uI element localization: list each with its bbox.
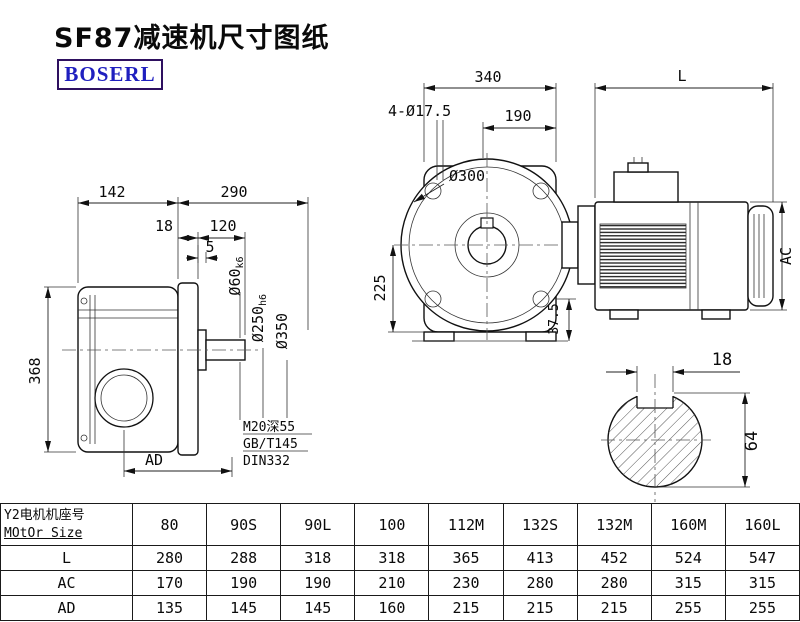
dim-5-label: 5 — [205, 238, 214, 256]
dimension-table: Y2电机机座号 MOtOr Size 80 90S 90L 100 112M 1… — [0, 503, 800, 621]
table-cell: 255 — [650, 595, 726, 621]
table-row-AC: AC 170 190 190 210 230 280 280 315 315 — [0, 570, 800, 596]
flange-diameter-label: Ø350 — [273, 313, 291, 349]
page-title: SF87减速机尺寸图纸 — [54, 23, 330, 54]
brand-logo: BOSERL — [57, 59, 163, 90]
gearbox-housing — [77, 286, 179, 453]
table-cell: 135 — [131, 595, 208, 621]
brand-logo-text: BOSERL — [64, 62, 156, 86]
column-header: 100 — [354, 503, 430, 546]
motor-size-header: Y2电机机座号 MOtOr Size — [0, 503, 133, 546]
table-cell: 170 — [131, 570, 208, 596]
shaft-end-view: 18 64 — [601, 350, 762, 502]
fan-cover — [747, 205, 774, 307]
table-cell: 365 — [428, 545, 504, 571]
table-header-row: Y2电机机座号 MOtOr Size 80 90S 90L 100 112M 1… — [0, 503, 800, 546]
shaft-end-dimensions: 18 64 — [606, 350, 762, 488]
table-row-L: L 280 288 318 318 365 413 452 524 547 — [0, 545, 800, 571]
column-header: 90S — [206, 503, 282, 546]
motor-fins — [599, 223, 687, 289]
table-cell: 280 — [576, 570, 652, 596]
dimension-table-wrap: Y2电机机座号 MOtOr Size 80 90S 90L 100 112M 1… — [0, 503, 800, 621]
table-cell: 315 — [724, 570, 800, 596]
column-header: 132S — [502, 503, 578, 546]
bolt-holes-label: 4-Ø17.5 — [388, 102, 451, 120]
dim-18-label: 18 — [155, 217, 173, 235]
table-cell: 318 — [280, 545, 356, 571]
table-cell: 145 — [280, 595, 356, 621]
motor-size-header-en: MOtOr Size — [4, 525, 83, 541]
column-header: 160L — [724, 503, 800, 546]
output-flange-and-shaft — [62, 282, 258, 456]
table-cell: 190 — [206, 570, 282, 596]
bolt-hole — [424, 290, 442, 308]
table-cell: 210 — [354, 570, 430, 596]
column-header: 90L — [280, 503, 356, 546]
dim-37-5-label: 37.5 — [547, 303, 562, 334]
standard-note-1: GB/T145 — [243, 437, 298, 452]
shaft-end-notes: M20深55 GB/T145 DIN332 — [239, 362, 312, 469]
table-cell: 452 — [576, 545, 652, 571]
table-cell: 288 — [206, 545, 282, 571]
table-cell: 524 — [650, 545, 726, 571]
table-cell: 318 — [354, 545, 430, 571]
table-cell: 255 — [724, 595, 800, 621]
table-cell: 547 — [724, 545, 800, 571]
front-view-dimensions: 340 L 190 4-Ø17.5 Ø300 225 37.5 AC — [371, 67, 795, 341]
motor-size-header-cn: Y2电机机座号 — [4, 507, 85, 523]
dim-120-label: 120 — [209, 217, 236, 235]
row-header: AD — [0, 595, 133, 621]
table-cell: 145 — [206, 595, 282, 621]
table-cell: 230 — [428, 570, 504, 596]
bolt-hole — [532, 290, 550, 308]
terminal-box — [613, 171, 679, 203]
row-header: L — [0, 545, 133, 571]
dim-340-label: 340 — [474, 68, 501, 86]
dim-368-label: 368 — [26, 357, 44, 384]
table-cell: 215 — [428, 595, 504, 621]
table-cell: 280 — [131, 545, 208, 571]
flange-plate — [394, 153, 585, 342]
table-row-AD: AD 135 145 145 160 215 215 215 255 255 — [0, 595, 800, 621]
dim-AC-label: AC — [777, 247, 795, 265]
column-header: 112M — [428, 503, 504, 546]
table-cell: 190 — [280, 570, 356, 596]
standard-note-2: DIN332 — [243, 454, 290, 469]
keyway-width-label: 18 — [712, 350, 732, 370]
dim-300-label: Ø300 — [449, 167, 485, 185]
key-height-label: 64 — [742, 431, 762, 451]
table-cell: 215 — [502, 595, 578, 621]
tapped-hole-note: M20深55 — [243, 420, 295, 435]
spigot-diameter-label: Ø250h6 — [249, 294, 269, 342]
dim-190-label: 190 — [504, 107, 531, 125]
table-cell: 280 — [502, 570, 578, 596]
column-header: 80 — [131, 503, 208, 546]
table-cell: 215 — [576, 595, 652, 621]
table-cell: 160 — [354, 595, 430, 621]
dim-290-label: 290 — [220, 183, 247, 201]
dim-AD-label: AD — [145, 451, 163, 469]
table-cell: 315 — [650, 570, 726, 596]
side-view-dimensions: 142 290 18 120 5 Ø60k6 Ø250h6 Ø350 368 — [26, 183, 309, 477]
column-header: 160M — [650, 503, 726, 546]
technical-drawing: 142 290 18 120 5 Ø60k6 Ø250h6 Ø350 368 — [26, 67, 795, 502]
front-view: 340 L 190 4-Ø17.5 Ø300 225 37.5 AC — [371, 67, 795, 342]
column-header: 132M — [576, 503, 652, 546]
side-view: 142 290 18 120 5 Ø60k6 Ø250h6 Ø350 368 — [26, 183, 312, 477]
dim-L-label: L — [677, 67, 686, 85]
shaft-diameter-label: Ø60k6 — [226, 256, 246, 295]
row-header: AC — [0, 570, 133, 596]
table-cell: 413 — [502, 545, 578, 571]
bolt-hole — [532, 182, 550, 200]
dim-142-label: 142 — [98, 183, 125, 201]
dim-225-label: 225 — [371, 274, 389, 301]
bolt-hole — [424, 182, 442, 200]
motor — [561, 157, 774, 320]
